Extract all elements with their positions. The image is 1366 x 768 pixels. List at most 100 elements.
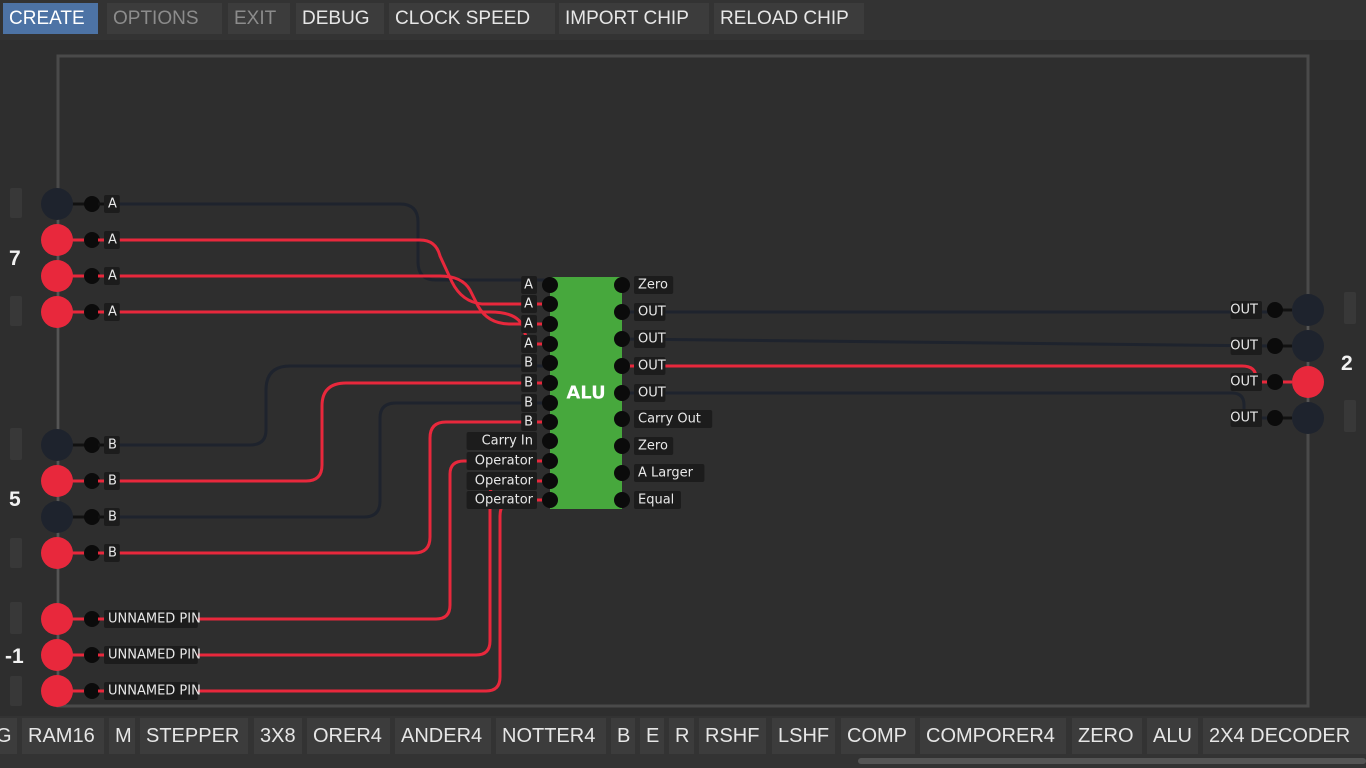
input-b-0-toggle[interactable] (41, 429, 73, 461)
alu-output-pin[interactable] (614, 304, 630, 320)
input-operator-1-connector[interactable] (84, 647, 100, 663)
group-drag-handle[interactable] (10, 428, 22, 460)
alu-input-pin[interactable] (542, 336, 558, 352)
alu-output-label-bg (634, 384, 666, 402)
alu-input-pin[interactable] (542, 453, 558, 469)
chip-2x4-decoder-button[interactable]: 2X4 DECODER (1203, 718, 1366, 754)
input-a-2-toggle[interactable] (41, 260, 73, 292)
menu-exit-button[interactable]: EXIT (228, 3, 290, 34)
input-b-1-connector[interactable] (84, 473, 100, 489)
alu-input-pin[interactable] (542, 473, 558, 489)
alu-input-label-bg (466, 452, 537, 470)
input-b-2-connector[interactable] (84, 509, 100, 525)
input-a-3-toggle[interactable] (41, 296, 73, 328)
input-a-1-connector[interactable] (84, 232, 100, 248)
input-operator-2-label: UNNAMED PIN (108, 684, 201, 699)
chip-b-button[interactable]: B (611, 718, 635, 754)
alu-input-pin[interactable] (542, 433, 558, 449)
menu-options-button[interactable]: OPTIONS (107, 3, 222, 34)
alu-output-pin[interactable] (614, 438, 630, 454)
input-group-a-value: 7 (9, 247, 21, 270)
alu-output-pin[interactable] (614, 492, 630, 508)
chip-orer4-button[interactable]: ORER4 (307, 718, 390, 754)
alu-input-pin[interactable] (542, 296, 558, 312)
menu-reload-chip-button[interactable]: RELOAD CHIP (714, 3, 864, 34)
group-drag-handle[interactable] (1344, 292, 1356, 324)
alu-input-pin[interactable] (542, 355, 558, 371)
chip-ander4-button[interactable]: ANDER4 (395, 718, 491, 754)
input-a-3-connector[interactable] (84, 304, 100, 320)
input-b-1-toggle[interactable] (41, 465, 73, 497)
alu-input-pin[interactable] (542, 492, 558, 508)
chip-zero-button[interactable]: ZERO (1072, 718, 1142, 754)
input-a-1-toggle[interactable] (41, 224, 73, 256)
alu-output-pin[interactable] (614, 277, 630, 293)
input-operator-1-toggle[interactable] (41, 639, 73, 671)
chip-rshf-button[interactable]: RSHF (699, 718, 766, 754)
menu-import-chip-button[interactable]: IMPORT CHIP (559, 3, 709, 34)
alu-input-pin[interactable] (542, 277, 558, 293)
input-b-0-connector[interactable] (84, 437, 100, 453)
chip-e-button[interactable]: E (640, 718, 664, 754)
group-drag-handle[interactable] (10, 676, 22, 706)
chip-comp-button[interactable]: COMP (841, 718, 915, 754)
input-operator-0-toggle[interactable] (41, 603, 73, 635)
group-drag-handle[interactable] (10, 602, 22, 634)
menu-debug-button[interactable]: DEBUG (296, 3, 384, 34)
alu-output-pin[interactable] (614, 411, 630, 427)
output-0-indicator (1292, 294, 1324, 326)
chip-ram16-button[interactable]: RAM16 (22, 718, 104, 754)
wire-off (620, 391, 1278, 420)
wire-on (90, 381, 552, 483)
output-3-connector[interactable] (1267, 410, 1283, 426)
alu-input-pin[interactable] (542, 375, 558, 391)
input-a-2-connector[interactable] (84, 268, 100, 284)
alu-output-pin[interactable] (614, 465, 630, 481)
output-0-connector[interactable] (1267, 302, 1283, 318)
chip-bar-scrollbar[interactable] (858, 758, 1366, 764)
alu-output-label: OUT (638, 359, 666, 374)
alu-input-label-bg (521, 315, 537, 333)
alu-output-pin[interactable] (614, 358, 630, 374)
chip-alu-button[interactable]: ALU (1147, 718, 1198, 754)
group-drag-handle[interactable] (10, 296, 22, 326)
chip-comporer4-button[interactable]: COMPORER4 (920, 718, 1066, 754)
alu-input-label: A (524, 297, 533, 312)
group-drag-handle[interactable] (10, 188, 22, 218)
input-operator-2-toggle[interactable] (41, 675, 73, 707)
output-2-label: OUT (1230, 375, 1258, 390)
menu-clock-speed-button[interactable]: CLOCK SPEED (389, 3, 555, 34)
chip-g-button[interactable]: G (0, 718, 17, 754)
input-b-2-toggle[interactable] (41, 501, 73, 533)
alu-input-pin[interactable] (542, 414, 558, 430)
output-2-connector[interactable] (1267, 374, 1283, 390)
alu-input-label-bg (521, 394, 537, 412)
output-1-connector[interactable] (1267, 338, 1283, 354)
alu-output-pin[interactable] (614, 385, 630, 401)
input-operator-0-connector[interactable] (84, 611, 100, 627)
chip-3x8-button[interactable]: 3X8 (254, 718, 302, 754)
alu-input-pin[interactable] (542, 395, 558, 411)
chip-stepper-button[interactable]: STEPPER (140, 718, 248, 754)
group-drag-handle[interactable] (10, 538, 22, 568)
input-a-0-toggle[interactable] (41, 188, 73, 220)
alu-chip-body[interactable] (550, 277, 622, 509)
chip-notter4-button[interactable]: NOTTER4 (496, 718, 606, 754)
input-a-0-connector[interactable] (84, 196, 100, 212)
group-drag-handle[interactable] (1344, 400, 1356, 432)
input-b-3-toggle[interactable] (41, 537, 73, 569)
alu-input-pin[interactable] (542, 316, 558, 332)
alu-output-label: OUT (638, 386, 666, 401)
menu-create-button[interactable]: CREATE (3, 3, 98, 34)
input-a-3-label: A (108, 305, 117, 320)
chip-lshf-button[interactable]: LSHF (772, 718, 835, 754)
input-b-3-connector[interactable] (84, 545, 100, 561)
alu-input-label-bg (521, 276, 537, 294)
chip-m-button[interactable]: M (109, 718, 135, 754)
alu-output-pin[interactable] (614, 331, 630, 347)
chip-r-button[interactable]: R (669, 718, 694, 754)
input-operator-2-connector[interactable] (84, 683, 100, 699)
board-frame (56, 54, 1310, 708)
